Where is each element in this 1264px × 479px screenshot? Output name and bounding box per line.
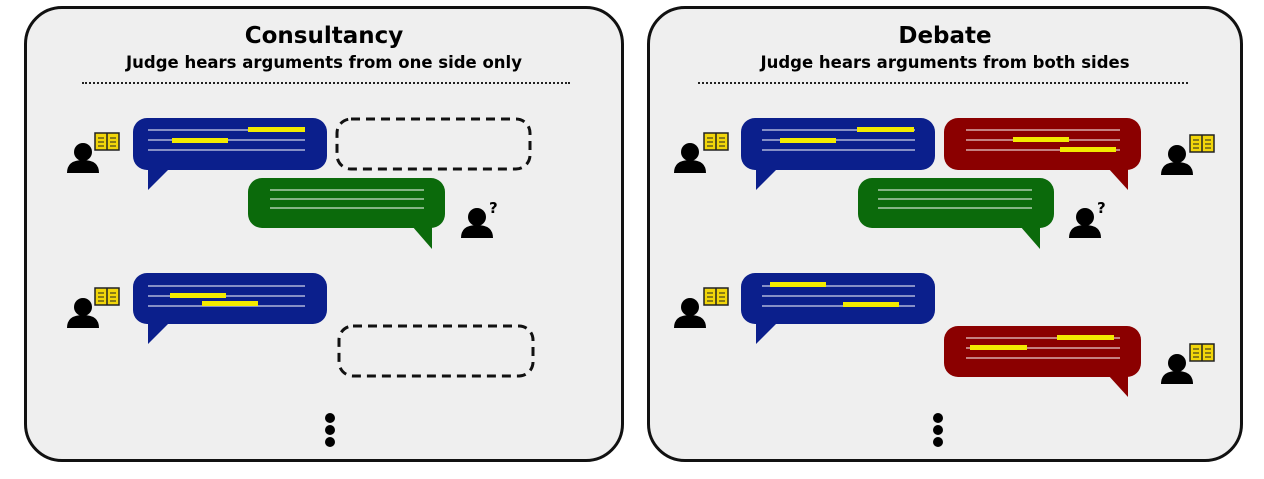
debate-judge-avatar: ? (1069, 199, 1106, 238)
debate-subtitle: Judge hears arguments from both sides (760, 53, 1130, 72)
highlight (970, 345, 1027, 350)
person-icon (1161, 145, 1193, 175)
highlight (1013, 137, 1069, 142)
highlight (248, 127, 305, 132)
consultancy-ellipsis-icon (325, 413, 335, 447)
book-icon (703, 287, 729, 306)
debate-debater-b-avatar-2 (1161, 343, 1215, 384)
debate-judge-bubble (858, 178, 1054, 249)
consultancy-judge-avatar: ? (461, 199, 498, 238)
highlight (857, 127, 914, 132)
highlight (170, 293, 226, 298)
highlight (202, 301, 258, 306)
person-icon (1161, 354, 1193, 384)
debate-debater-b-bubble-2 (944, 326, 1141, 397)
debate-title: Debate (898, 23, 992, 49)
person-icon (674, 143, 706, 173)
debate-panel: Debate Judge hears arguments from both s… (647, 6, 1243, 462)
debate-debater-a-avatar-1 (674, 132, 729, 173)
debate-debater-a-bubble-1 (741, 118, 935, 190)
person-icon (67, 143, 99, 173)
book-icon (94, 287, 120, 306)
highlight (1060, 147, 1116, 152)
debate-debater-b-bubble-1 (944, 118, 1141, 190)
consultancy-consultant-avatar-2 (67, 287, 120, 328)
consultancy-consultant-avatar-1 (67, 132, 120, 173)
debate-debater-a-bubble-2 (741, 273, 935, 344)
debate-divider (698, 82, 1188, 84)
consultancy-consultant-bubble-2 (133, 273, 327, 344)
highlight (172, 138, 228, 143)
debate-debater-b-avatar-1 (1161, 134, 1215, 175)
highlight (780, 138, 836, 143)
consultancy-divider (82, 82, 570, 84)
person-icon (674, 298, 706, 328)
judge-question-mark: ? (1097, 199, 1106, 217)
highlight (770, 282, 826, 287)
consultancy-empty-bubble-1 (335, 117, 532, 171)
consultancy-empty-bubble-2 (337, 324, 535, 378)
consultancy-subtitle: Judge hears arguments from one side only (126, 53, 522, 72)
consultancy-title: Consultancy (244, 23, 404, 49)
book-icon (1189, 134, 1215, 153)
book-icon (94, 132, 120, 151)
highlight (843, 302, 899, 307)
person-icon (67, 298, 99, 328)
book-icon (1189, 343, 1215, 362)
consultancy-consultant-bubble-1 (133, 118, 327, 190)
consultancy-panel: Consultancy Judge hears arguments from o… (24, 6, 624, 462)
highlight (1057, 335, 1114, 340)
book-icon (703, 132, 729, 151)
judge-question-mark: ? (489, 199, 498, 217)
debate-ellipsis-icon (933, 413, 943, 447)
debate-debater-a-avatar-2 (674, 287, 729, 328)
consultancy-judge-bubble (248, 178, 445, 249)
